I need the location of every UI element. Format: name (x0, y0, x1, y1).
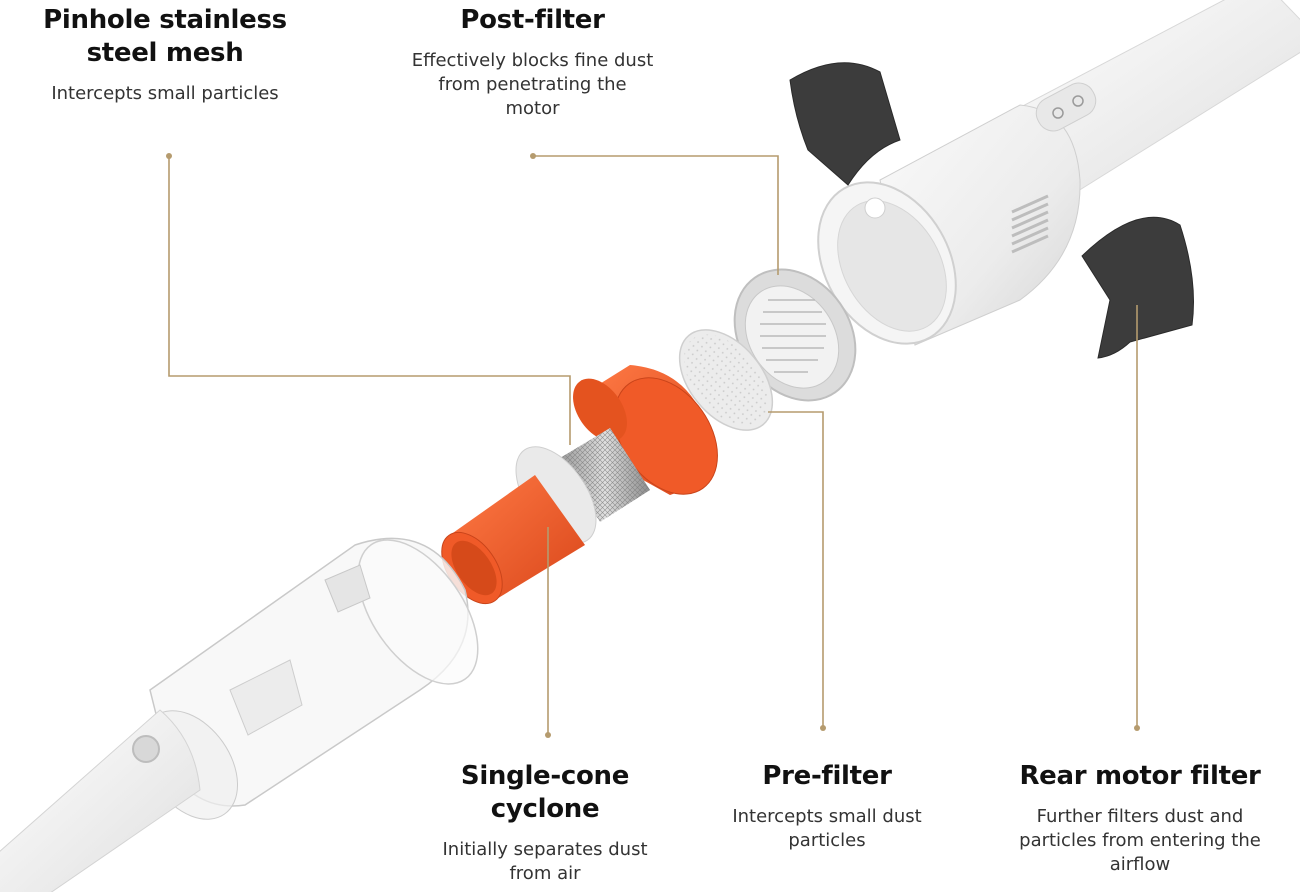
rear-foam-bottom (1081, 216, 1194, 359)
leader-line-pre (768, 411, 824, 728)
vent-grille (1011, 194, 1049, 254)
lower-tube (0, 709, 201, 892)
leader-lines (166, 153, 1140, 738)
pre-filter-part (678, 329, 774, 431)
label-post-filter-title: Post-filter (460, 5, 605, 35)
leader-dot-rear (1134, 725, 1140, 731)
leader-dot-post (530, 153, 536, 159)
label-pinhole-mesh-title: Pinhole stainless steel mesh (43, 5, 287, 68)
label-rear-motor-filter-title: Rear motor filter (1019, 761, 1261, 791)
label-single-cone-cyclone-desc: Initially separates dust from air (442, 839, 648, 884)
label-post-filter-desc: Effectively blocks fine dust from penetr… (411, 50, 654, 119)
leader-dot-pinhole (166, 153, 172, 159)
label-pre-filter: Pre-filter Intercepts small dust particl… (712, 760, 942, 853)
label-single-cone-cyclone-title: Single-cone cyclone (460, 761, 630, 824)
leader-line-post (533, 155, 779, 275)
label-pinhole-mesh-desc: Intercepts small particles (51, 83, 279, 104)
label-post-filter: Post-filter Effectively blocks fine dust… (410, 4, 655, 121)
motor-housing (817, 82, 1097, 346)
label-pinhole-mesh: Pinhole stainless steel mesh Intercepts … (30, 4, 300, 106)
leader-line-pinhole (168, 156, 571, 445)
label-rear-motor-filter: Rear motor filter Further filters dust a… (1005, 760, 1275, 877)
label-pre-filter-title: Pre-filter (762, 761, 892, 791)
stainless-mesh-part (515, 428, 650, 544)
label-pre-filter-desc: Intercepts small dust particles (732, 806, 922, 851)
rear-foam-top (789, 62, 901, 186)
cyclone-cap (573, 365, 718, 495)
leader-dot-cyclone (545, 732, 551, 738)
leader-dot-pre (820, 725, 826, 731)
label-single-cone-cyclone: Single-cone cyclone Initially separates … (425, 760, 665, 886)
label-rear-motor-filter-desc: Further filters dust and particles from … (1019, 806, 1261, 875)
